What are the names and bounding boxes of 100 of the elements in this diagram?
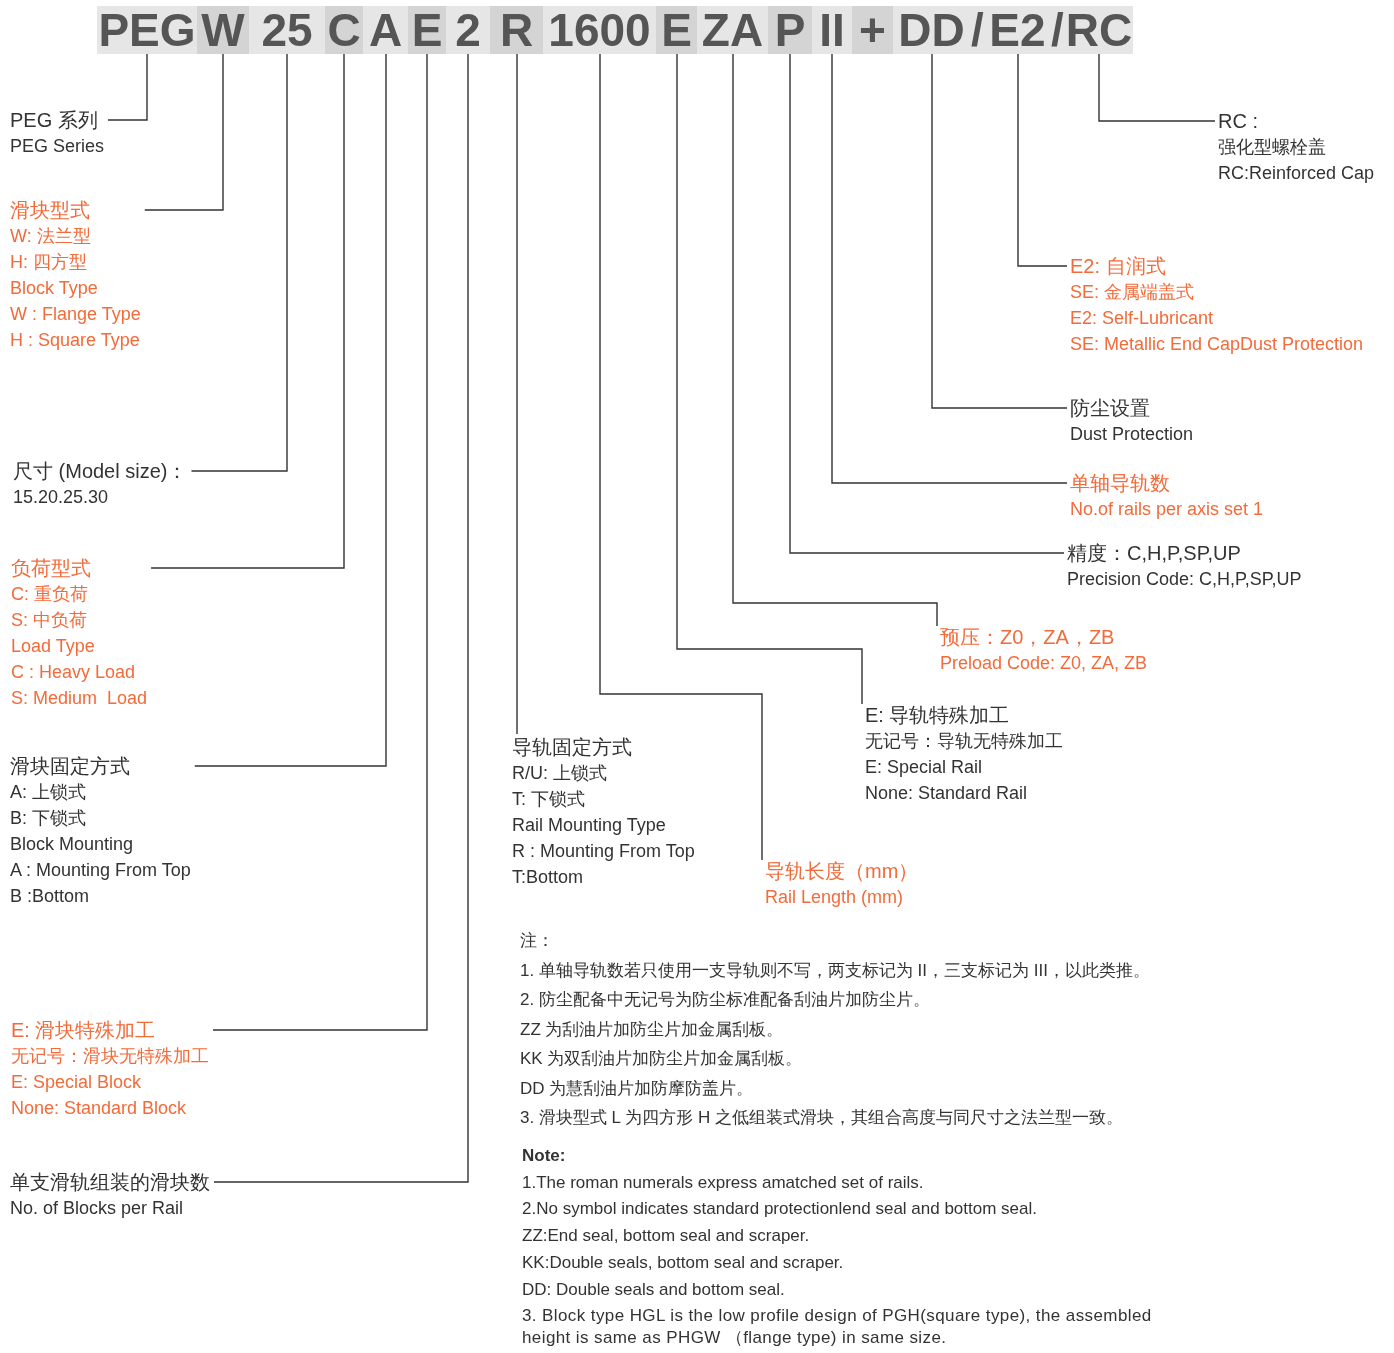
description-text: Load Type xyxy=(11,635,96,658)
leader-line xyxy=(150,53,345,569)
description-text: 无记号：滑块无特殊加工 xyxy=(11,1045,209,1068)
note-text: 3. Block type HGL is the low profile design of PGH(square type), the assembled height is same as PHGW （flange type) in same size. xyxy=(522,1305,1153,1350)
description-text: E: Special Rail xyxy=(865,756,984,779)
heading-text: E: 导轨特殊加工 xyxy=(865,703,1011,728)
leader-line xyxy=(676,53,863,705)
description-text: No. of Blocks per Rail xyxy=(10,1197,185,1220)
note-text: 1.The roman numerals express amatched set of rails. xyxy=(522,1171,924,1194)
heading-text: 滑块固定方式 xyxy=(10,754,131,779)
heading-text: PEG 系列 xyxy=(10,108,99,133)
heading-text: 导轨固定方式 xyxy=(512,735,633,760)
description-text: Block Type xyxy=(10,277,99,300)
separator-slash: / xyxy=(970,6,985,54)
heading-text: E2: 自润式 xyxy=(1070,254,1167,279)
code-segment: W xyxy=(197,6,249,54)
heading-text: RC : xyxy=(1218,109,1259,134)
leader-line xyxy=(831,53,1068,484)
description-text: A: 上锁式 xyxy=(10,781,87,804)
leader-line xyxy=(213,53,469,1183)
note-text: 1. 单轴导轨数若只使用一支导轨则不写，两支标记为 II，三支标记为 III，以此类推。 xyxy=(520,959,1150,982)
note-text: ZZ 为刮油片加防尘片加金属刮板。 xyxy=(520,1018,784,1041)
note-text: KK 为双刮油片加防尘片加金属刮板。 xyxy=(520,1048,803,1070)
description-text: C: 重负荷 xyxy=(11,583,89,606)
note-text: 2. 防尘配备中无记号为防尘标准配备刮油片加防尘片。 xyxy=(520,989,930,1011)
code-segment: A xyxy=(363,6,408,54)
description-text: Rail Mounting Type xyxy=(512,814,667,837)
heading-text: 防尘设置 xyxy=(1070,396,1151,421)
leader-line xyxy=(212,53,428,1031)
description-text: SE: 金属端盖式 xyxy=(1070,281,1195,304)
description-text: R : Mounting From Top xyxy=(512,840,695,863)
leader-line xyxy=(107,53,148,121)
description-text: 无记号：导轨无特殊加工 xyxy=(865,730,1063,753)
description-text: 15.20.25.30 xyxy=(13,486,110,509)
code-segment: ZA xyxy=(697,6,768,54)
code-segment: E xyxy=(408,6,446,54)
description-text: PEG Series xyxy=(10,135,105,158)
leader-line xyxy=(1017,53,1068,267)
description-text: Dust Protection xyxy=(1070,423,1194,446)
leader-line xyxy=(516,53,518,735)
heading-text: 预压：Z0，ZA，ZB xyxy=(940,625,1116,650)
code-segment: II xyxy=(812,6,852,54)
code-segment: E2 xyxy=(985,6,1050,54)
heading-text: 单轴导轨数 xyxy=(1070,471,1171,496)
description-text: B :Bottom xyxy=(10,885,91,908)
heading-text: 滑块型式 xyxy=(10,198,91,223)
note-text: 注： xyxy=(520,930,554,952)
code-segment: RC xyxy=(1065,6,1133,54)
heading-text: E: 滑块特殊加工 xyxy=(11,1018,157,1043)
description-text: H : Square Type xyxy=(10,329,141,352)
description-text: S: 中负荷 xyxy=(11,609,88,632)
note-text: Note: xyxy=(522,1145,566,1167)
code-segment: E xyxy=(656,6,697,54)
leader-line xyxy=(732,53,938,627)
description-text: W : Flange Type xyxy=(10,303,141,326)
note-text: ZZ:End seal, bottom seal and scraper. xyxy=(522,1225,810,1248)
description-text: T: 下锁式 xyxy=(512,788,586,811)
code-segment: R xyxy=(490,6,543,54)
description-text: E2: Self-Lubricant xyxy=(1070,307,1215,330)
code-segment: + xyxy=(852,6,893,54)
description-text: H: 四方型 xyxy=(10,251,88,274)
note-text: DD 为慧刮油片加防摩防盖片。 xyxy=(520,1077,754,1100)
description-text: SE: Metallic End CapDust Protection xyxy=(1070,333,1364,356)
description-text: Preload Code: Z0, ZA, ZB xyxy=(940,652,1148,675)
description-text: None: Standard Rail xyxy=(865,782,1029,805)
heading-text: 负荷型式 xyxy=(11,556,92,581)
description-text: W: 法兰型 xyxy=(10,225,92,248)
description-text: R/U: 上锁式 xyxy=(512,762,608,785)
description-text: Rail Length (mm) xyxy=(765,886,905,909)
note-text: KK:Double seals, bottom seal and scraper. xyxy=(522,1251,844,1274)
separator-slash: / xyxy=(1050,6,1065,54)
heading-text: 单支滑轨组装的滑块数 xyxy=(10,1170,210,1195)
heading-text: 导轨长度（mm） xyxy=(765,859,919,884)
leader-line xyxy=(144,53,224,211)
description-text: E: Special Block xyxy=(11,1071,143,1094)
description-text: No.of rails per axis set 1 xyxy=(1070,498,1264,521)
description-text: C : Heavy Load xyxy=(11,661,137,684)
heading-text: 尺寸 (Model size)： xyxy=(13,459,188,484)
code-segment: C xyxy=(325,6,363,54)
code-segment: 2 xyxy=(446,6,490,54)
heading-text: 精度：C,H,P,SP,UP xyxy=(1067,541,1242,566)
description-text: None: Standard Block xyxy=(11,1097,188,1120)
leader-line xyxy=(1098,53,1216,122)
code-segment: DD xyxy=(893,6,970,54)
description-text: RC:Reinforced Cap xyxy=(1218,162,1375,185)
leader-line xyxy=(194,53,387,767)
description-text: S: Medium Load xyxy=(11,687,148,710)
leader-line xyxy=(599,53,763,861)
description-text: A : Mounting From Top xyxy=(10,859,191,882)
code-segment: 1600 xyxy=(543,6,656,54)
note-text: 3. 滑块型式 L 为四方形 H 之低组装式滑块，其组合高度与同尺寸之法兰型一致。 xyxy=(520,1107,1123,1129)
leader-line xyxy=(931,53,1068,409)
leader-line xyxy=(789,53,1065,554)
description-text: Block Mounting xyxy=(10,833,135,856)
note-text: 2.No symbol indicates standard protectionlend seal and bottom seal. xyxy=(522,1198,1038,1221)
code-segment: PEG xyxy=(97,6,197,54)
description-text: Precision Code: C,H,P,SP,UP xyxy=(1067,568,1302,591)
description-text: B: 下锁式 xyxy=(10,807,87,830)
description-text: 强化型螺栓盖 xyxy=(1218,136,1327,159)
code-segment: P xyxy=(768,6,812,54)
